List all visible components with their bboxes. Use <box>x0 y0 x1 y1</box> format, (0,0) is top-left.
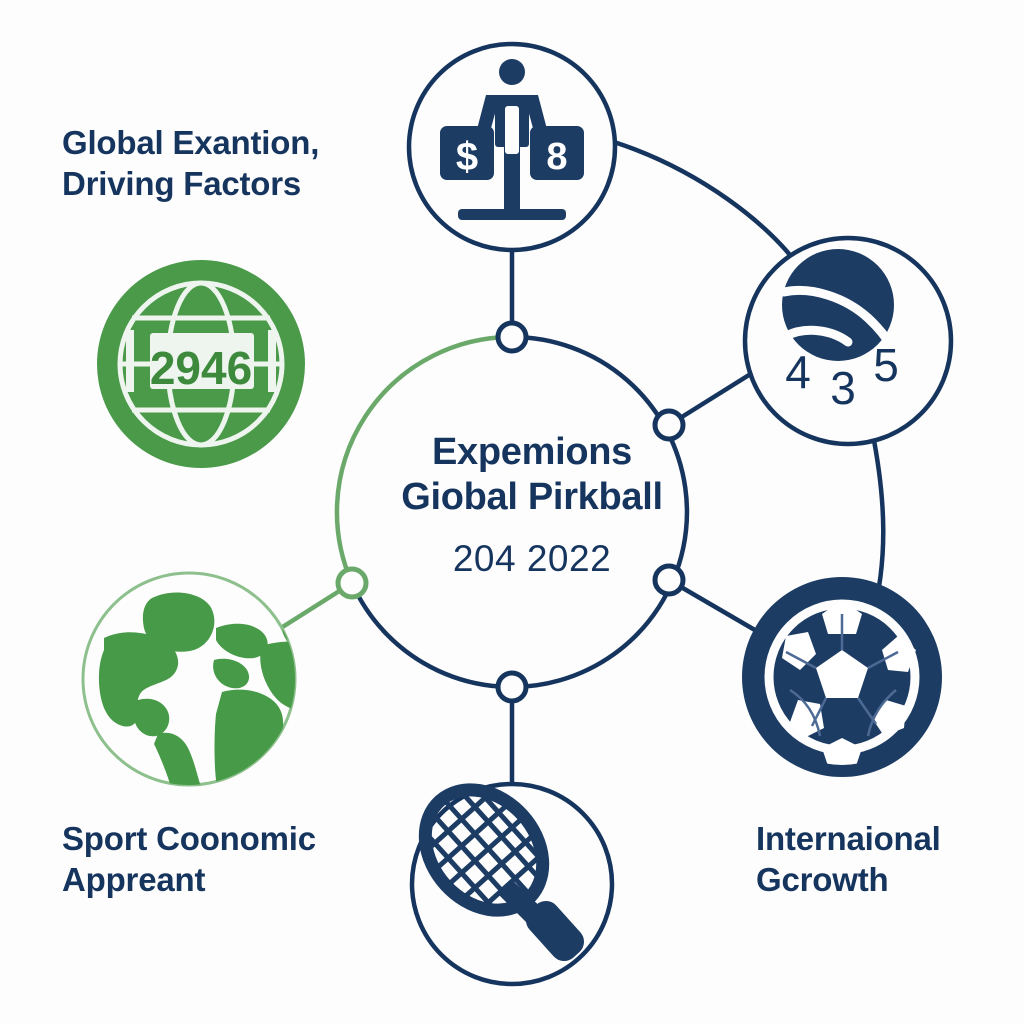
connector-edges <box>259 139 886 790</box>
node-soccer[interactable] <box>742 577 942 777</box>
label-bottom-left: Sport Coonomic Appreant <box>62 820 316 899</box>
tennis-racket-icon <box>418 783 585 962</box>
scoreboard-right-tile-value: 8 <box>546 136 567 178</box>
node-worldmap[interactable] <box>81 571 353 820</box>
scoreboard-person-icon <box>440 59 584 220</box>
globe-badge-number: 2946 <box>150 342 252 394</box>
scoreboard-left-tile-value: $ <box>456 135 478 179</box>
pickleball-number-1: 4 <box>785 346 811 398</box>
edge-hub-to-pickleball <box>666 367 760 428</box>
node-right-upper <box>652 408 686 442</box>
soccer-ball-icon <box>778 600 916 765</box>
hub-arc-green <box>334 334 515 586</box>
node-top <box>495 320 529 354</box>
node-pickleball[interactable]: 4 3 5 <box>742 235 954 447</box>
label-top-left: Global Exantion, Driving Factors <box>62 124 320 203</box>
world-map-icon <box>98 592 295 785</box>
node-scoreboard[interactable]: $ 8 <box>406 41 618 253</box>
node-racket[interactable] <box>401 766 615 987</box>
edge-scoreboard-to-pickleball <box>611 139 803 271</box>
pickleball-ball-icon <box>779 249 899 361</box>
pickleball-number-2: 3 <box>830 362 856 414</box>
node-right-lower <box>652 563 686 597</box>
node-left <box>335 566 369 600</box>
globe-badge-icon <box>117 280 285 448</box>
label-bottom-right: Internaional Gcrowth <box>756 820 941 899</box>
pickleball-number-3: 5 <box>873 339 899 391</box>
connector-joints <box>335 320 686 704</box>
hub-arc-navy <box>349 334 690 690</box>
edge-hub-to-soccer <box>666 577 763 636</box>
node-bottom <box>495 670 529 704</box>
node-globe-badge[interactable]: 2946 <box>97 260 305 468</box>
